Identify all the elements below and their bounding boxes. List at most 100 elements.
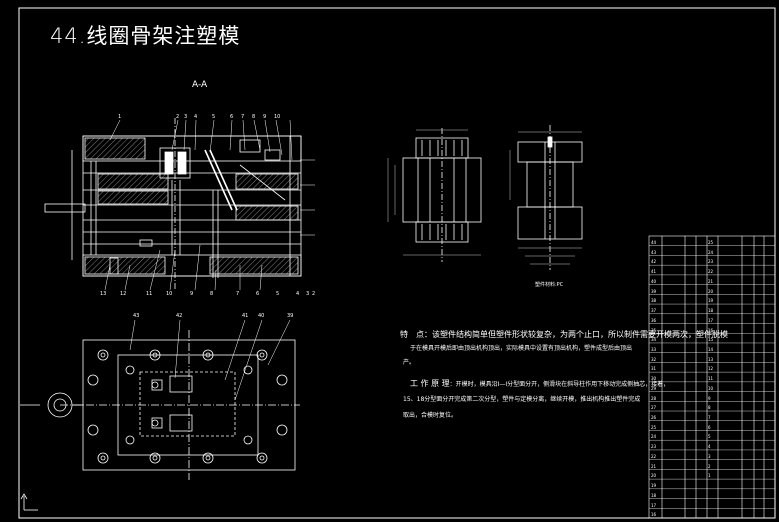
bom-right-number: 22: [708, 269, 714, 275]
bom-left-number: 43: [651, 249, 657, 255]
bom-right-number: 7: [708, 415, 711, 421]
bom-right-number: 14: [708, 346, 714, 352]
bom-left-number: 16: [651, 512, 657, 518]
section-top-number: 9: [263, 114, 267, 120]
bom-right-number: 25: [708, 240, 714, 245]
bom-left-number: 27: [651, 405, 657, 411]
section-bottom-number: 8: [210, 291, 214, 297]
bom-right-number: 10: [708, 385, 714, 391]
bom-right-number: 11: [708, 376, 714, 382]
section-label: A-A: [192, 80, 208, 90]
feature-line-1: ：该塑件结构简单但塑件形状较复杂，为两个止口，所以制件需要开模两次，塑件脱模: [424, 330, 728, 339]
bom-left-number: 39: [651, 288, 657, 294]
bom-right-number: 3: [708, 453, 711, 459]
part-front-view: [387, 128, 482, 262]
bom-left-number: 42: [651, 259, 657, 265]
bom-row-lines: [649, 245, 775, 509]
bom-left-number: 36: [651, 317, 657, 323]
drawing-title: 44.线圈骨架注塑模: [50, 24, 241, 48]
bom-right-number: 20: [708, 288, 714, 294]
section-top-number: 8: [252, 114, 256, 120]
section-bottom-number: 6: [256, 291, 260, 297]
bom-left-number: 28: [651, 395, 657, 401]
bom-left-number: 20: [651, 473, 657, 479]
part-material-caption: 塑件材料:PC: [535, 282, 564, 288]
bom-right-number: 12: [708, 366, 714, 372]
work-line-1: ：开模时，模具沿I—I分型面分开，侧滑块在斜导柱作用下移动完成侧抽芯，接着，: [449, 381, 670, 388]
feature-line-3: 产。: [403, 359, 416, 366]
plan-view: [20, 330, 300, 480]
feature-line-2: 于在模具开模后即由顶出机构顶出，实际模具中设置有顶出机构，塑件成型后由顶出: [410, 345, 633, 352]
section-top-number: 7: [241, 114, 245, 120]
bom-left-number: 26: [651, 415, 657, 421]
work-line-3: 取出，合模时复位。: [403, 412, 458, 419]
bom-left-number: 32: [651, 356, 657, 362]
ucs-icon: [20, 493, 38, 511]
bom-right-number: 19: [708, 298, 714, 304]
plan-number: 39: [287, 313, 294, 319]
bom-left-number: 22: [651, 453, 657, 459]
bom-left-number: 41: [651, 269, 657, 275]
work-line-2: 15、18分型面分开完成第二次分型，塑件与定模分离，继续开模，推出机构推出塑件完…: [403, 396, 641, 403]
bom-right-number: 9: [708, 395, 711, 401]
bom-right-number: 16: [708, 327, 714, 333]
bom-left-number: 29: [651, 385, 657, 391]
section-bottom-number: 7: [236, 291, 240, 297]
section-bottom-number: 11: [146, 291, 153, 297]
section-view: [44, 118, 302, 290]
section-bottom-number: 4: [296, 291, 300, 297]
section-top-number: 3: [184, 114, 188, 120]
plan-number: 41: [242, 313, 249, 319]
bom-right-number: 2: [708, 463, 711, 469]
bom-left-number: 30: [651, 376, 657, 382]
section-bottom-number: 9: [190, 291, 194, 297]
section-bottom-number: 12: [120, 291, 127, 297]
section-top-number: 5: [212, 114, 216, 120]
bom-right-number: 21: [708, 278, 714, 284]
section-leaders: [104, 119, 315, 291]
bom-left-number: 33: [651, 346, 657, 352]
section-top-number: 6: [230, 114, 234, 120]
bom-right-number: 1: [708, 473, 711, 479]
bom-left-number: 25: [651, 424, 657, 430]
section-top-number: 2: [176, 114, 180, 120]
work-heading: 工 作 原 理: [410, 379, 450, 388]
bom-right-number: 23: [708, 259, 714, 265]
bom-left-number: 19: [651, 483, 657, 489]
bom-left-number: 17: [651, 502, 657, 508]
plan-number: 43: [133, 313, 140, 319]
section-bottom-number: 2: [312, 291, 316, 297]
bom-right-number: 18: [708, 308, 714, 314]
bom-right-number: 6: [708, 424, 711, 430]
bom-right-number: 4: [708, 444, 711, 450]
section-bottom-number: 10: [166, 291, 173, 297]
plan-holes: [87, 349, 288, 464]
section-bottom-number: 5: [276, 291, 280, 297]
bom-left-number: 38: [651, 298, 657, 304]
bom-left-number: 40: [651, 278, 657, 284]
bom-left-number: 31: [651, 366, 657, 372]
bom-left-number: 44: [651, 240, 657, 245]
bom-right-number: 13: [708, 356, 714, 362]
bom-right-number: 15: [708, 337, 714, 343]
bom-table: [648, 235, 776, 519]
plan-number: 40: [258, 313, 265, 319]
part-side-view: [509, 125, 583, 270]
bom-left-number: 21: [651, 463, 657, 469]
section-top-number: 1: [118, 114, 122, 120]
plan-leaders: [129, 319, 291, 401]
section-top-number: 10: [274, 114, 281, 120]
bom-left-number: 34: [651, 337, 657, 343]
bom-right-number: 17: [708, 317, 714, 323]
section-bottom-number: 13: [100, 291, 107, 297]
plan-number: 42: [176, 313, 183, 319]
bom-left-number: 23: [651, 444, 657, 450]
section-top-number: 4: [194, 114, 198, 120]
bom-left-number: 35: [651, 327, 657, 333]
bom-left-number: 18: [651, 492, 657, 498]
feature-heading: 特 点: [400, 330, 424, 339]
bom-left-number: 24: [651, 434, 657, 440]
section-bottom-number: 3: [306, 291, 310, 297]
